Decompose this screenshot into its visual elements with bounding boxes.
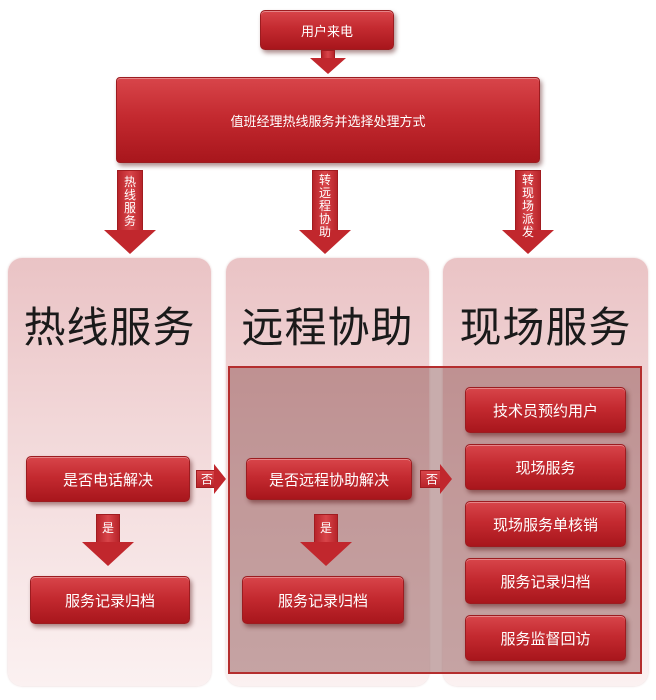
hotline-archive-box: 服务记录归档 xyxy=(30,576,190,624)
remote-question-box: 是否远程协助解决 xyxy=(246,458,412,500)
onsite-step-writeoff: 现场服务单核销 xyxy=(465,501,626,547)
remote-no-label: 否 xyxy=(425,472,438,487)
hotline-yes-label: 是 xyxy=(101,521,114,535)
manager-box: 值班经理热线服务并选择处理方式 xyxy=(116,77,540,163)
hotline-question-box: 是否电话解决 xyxy=(26,456,190,502)
arrow-remote-label: 转远程协助 xyxy=(318,173,331,239)
column-hotline-title: 热线服务 xyxy=(23,303,196,352)
column-remote-title: 远程协助 xyxy=(241,303,414,352)
arrow-remote-no: 否 xyxy=(420,464,452,494)
arrow-caller-to-manager xyxy=(310,50,346,74)
arrow-remote-yes: 是 xyxy=(300,514,352,566)
onsite-step-archive: 服务记录归档 xyxy=(465,558,626,604)
arrow-to-remote: 转远程协助 xyxy=(299,170,351,254)
arrow-hotline-label: 热线服务 xyxy=(123,175,136,228)
onsite-step-appointment: 技术员预约用户 xyxy=(465,387,626,433)
onsite-step-followup: 服务监督回访 xyxy=(465,615,626,661)
arrow-hotline-yes: 是 xyxy=(82,514,134,566)
caller-box: 用户来电 xyxy=(260,10,394,50)
remote-yes-label: 是 xyxy=(319,521,332,535)
arrow-to-onsite: 转现场派发 xyxy=(502,170,554,254)
arrow-to-hotline: 热线服务 xyxy=(104,170,156,254)
arrow-onsite-label: 转现场派发 xyxy=(521,173,534,239)
onsite-step-service: 现场服务 xyxy=(465,444,626,490)
arrow-hotline-no: 否 xyxy=(196,464,226,494)
hotline-no-label: 否 xyxy=(200,472,213,487)
column-onsite-title: 现场服务 xyxy=(459,303,632,352)
remote-archive-box: 服务记录归档 xyxy=(242,576,404,624)
